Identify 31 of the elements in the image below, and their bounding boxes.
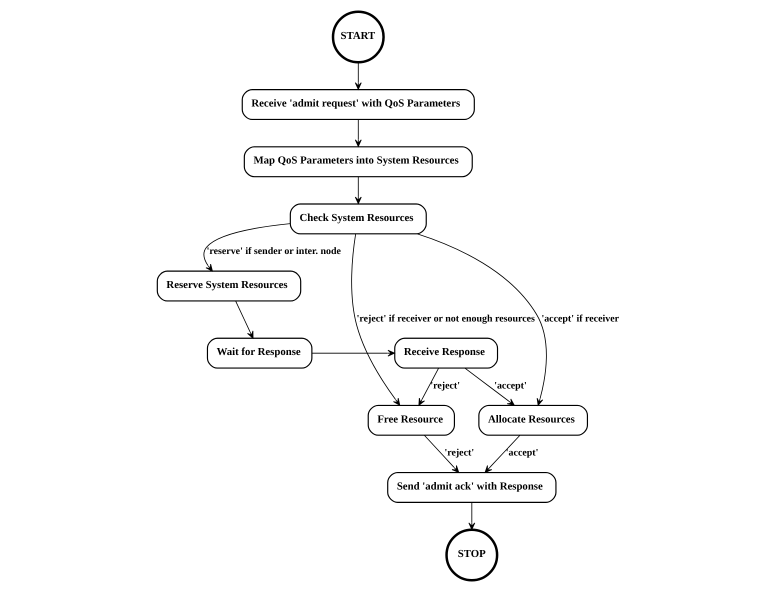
edge-label: 'accept'	[494, 380, 527, 392]
arrow	[235, 300, 254, 339]
arrow	[464, 368, 515, 406]
arrow	[312, 350, 395, 357]
node-circle: START	[332, 10, 385, 64]
arrow	[418, 368, 439, 406]
node-box: Wait for Response	[206, 338, 312, 369]
node-box: Send 'admit ack' with Response	[387, 472, 557, 503]
arrow	[351, 234, 400, 406]
edge-label: 'reject'	[430, 380, 460, 392]
node-box: Allocate Resources	[478, 404, 588, 436]
arrow	[354, 62, 362, 90]
node-box: Receive Response	[394, 338, 498, 369]
arrow	[203, 223, 291, 272]
arrow	[416, 233, 547, 406]
node-circle: STOP	[445, 528, 498, 582]
edge-label: 'reserve' if sender or inter. node	[206, 246, 341, 258]
node-box: Map QoS Parameters into System Resources	[244, 146, 473, 178]
arrow	[468, 502, 476, 530]
edge-label: 'accept' if receiver	[541, 313, 620, 324]
node-box: Check System Resources	[290, 203, 427, 234]
node-box: Free Resource	[368, 404, 455, 436]
node-box: Receive 'admit request' with QoS Parameters	[242, 89, 475, 120]
node-box: Reserve System Resources	[156, 270, 302, 302]
arrow	[354, 176, 362, 204]
arrow	[484, 434, 520, 473]
edge-label: 'reject'	[444, 448, 474, 459]
edge-label: 'reject' if receiver or not enough resources	[356, 313, 535, 324]
arrow	[424, 434, 460, 473]
arrow	[354, 119, 362, 147]
edge-label: 'accept'	[506, 448, 538, 459]
